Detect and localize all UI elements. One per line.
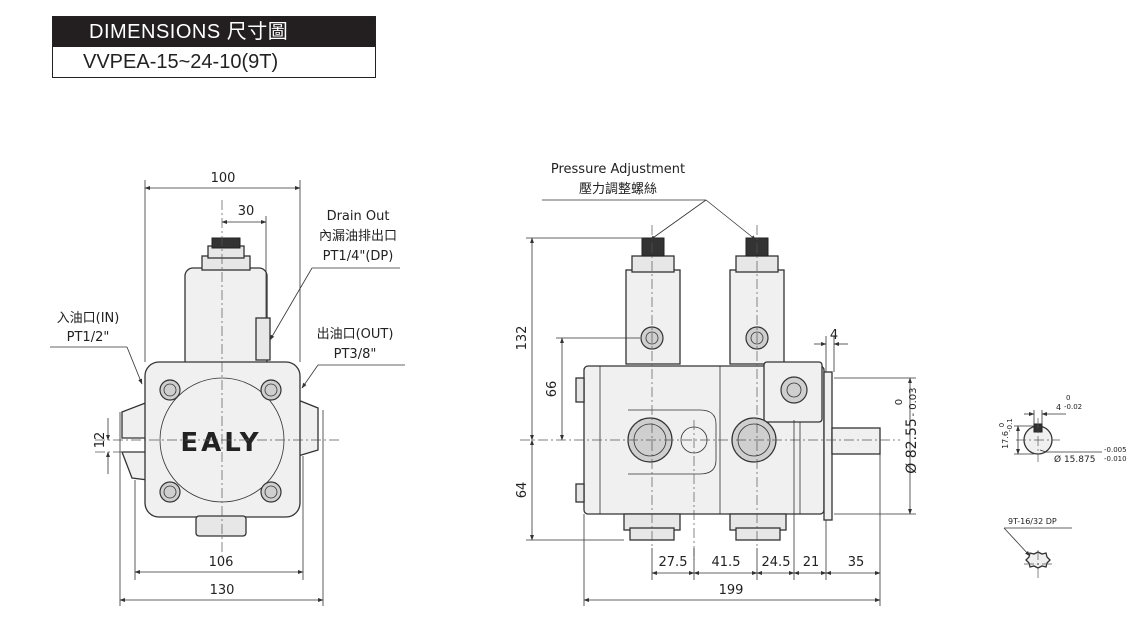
- dim-pilot-tol-upper: 0: [894, 399, 905, 405]
- spline-detail: 9T-16/32 DP: [1003, 517, 1072, 578]
- adjust-label-zh: 壓力調整螺絲: [579, 182, 657, 197]
- spline-label: 9T-16/32 DP: [1008, 517, 1057, 526]
- title-model: VVPEA-15~24-10(9T): [83, 51, 279, 73]
- drain-port-boss: [255, 317, 271, 361]
- adjust-label-en: Pressure Adjustment: [551, 162, 685, 177]
- drain-label-zh: 內漏油排出口: [319, 228, 397, 244]
- shaft-dia: Ø 15.875: [1054, 454, 1095, 465]
- dim-130: 130: [210, 583, 235, 598]
- left-flange-upper: [121, 401, 149, 439]
- front-view: EALY 100 30 12 106 130 Drain Out 內漏油排出口 …: [50, 171, 405, 606]
- drain-label-spec: PT1/4"(DP): [323, 249, 394, 264]
- dim-100: 100: [211, 171, 236, 186]
- shaft-tol-lower: -0.010: [1104, 455, 1127, 463]
- inlet-label-spec: PT1/2": [67, 330, 110, 345]
- tower-left-nut: [631, 255, 675, 273]
- dim-64: 64: [515, 482, 530, 499]
- dim-132: 132: [515, 326, 530, 351]
- front-bolts: [159, 379, 282, 503]
- dim-41-5: 41.5: [712, 555, 741, 570]
- dim-27-5: 27.5: [659, 555, 688, 570]
- tower-left-screw: [641, 237, 665, 257]
- side-shaft: [831, 427, 881, 455]
- key-width-tol-upper: 0: [1066, 394, 1070, 402]
- left-flange-lower: [121, 451, 149, 481]
- ealy-logo: EALY: [180, 428, 261, 458]
- dim-106: 106: [209, 555, 234, 570]
- shaft-tol-upper: -0.005: [1104, 446, 1127, 454]
- front-adjust-screw: [211, 237, 241, 249]
- key-width-tol-lower: -0.02: [1064, 403, 1082, 411]
- side-pilot-flange: [823, 371, 833, 521]
- dim-66: 66: [545, 381, 560, 398]
- key-height-tol-lower: -0.1: [1006, 418, 1014, 432]
- dim-12: 12: [93, 432, 108, 449]
- dim-4: 4: [830, 328, 838, 343]
- key-height-tol-upper: 0: [998, 423, 1006, 427]
- outlet-label-zh: 出油口(OUT): [317, 327, 394, 342]
- shaft-key-detail: 4 0 -0.02 17.6 0 -0.1 Ø 15.875 -0.005 -0…: [998, 394, 1127, 465]
- outlet-label-spec: PT3/8": [334, 347, 377, 362]
- title-block: DIMENSIONS 尺寸圖 VVPEA-15~24-10(9T): [52, 16, 376, 78]
- dim-30: 30: [238, 204, 255, 219]
- right-port-boss: [297, 399, 319, 457]
- drain-label-en: Drain Out: [327, 209, 390, 224]
- key-height: 17.6: [1001, 431, 1010, 449]
- dim-pilot-dia: Ø 82.55: [904, 418, 920, 474]
- dim-pilot-tol-lower: - 0.03: [908, 387, 919, 416]
- side-view: Pressure Adjustment 壓力調整螺絲 132 64 66 27.…: [515, 162, 920, 606]
- front-bottom-port: [195, 515, 247, 537]
- title-heading: DIMENSIONS 尺寸圖: [53, 17, 375, 47]
- dim-35: 35: [848, 555, 865, 570]
- front-cover: [184, 267, 268, 369]
- tower-left: [625, 269, 681, 365]
- inlet-label-zh: 入油口(IN): [57, 311, 120, 326]
- dim-199: 199: [719, 583, 744, 598]
- dim-24-5: 24.5: [762, 555, 791, 570]
- dim-21: 21: [803, 555, 820, 570]
- key-width: 4: [1056, 403, 1061, 412]
